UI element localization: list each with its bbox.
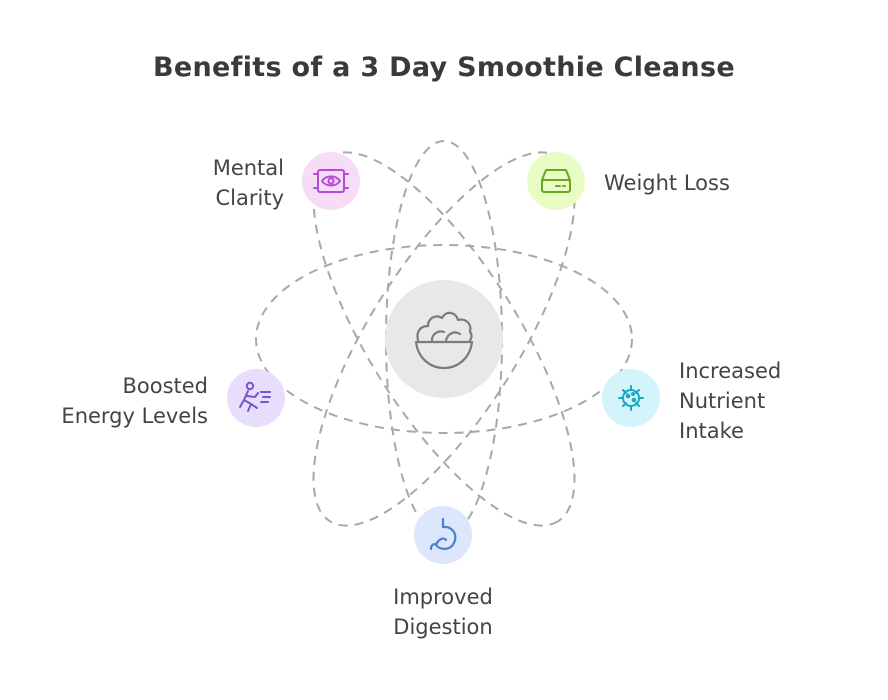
label-increased-nutrient-intake-line-3: Intake bbox=[679, 419, 744, 443]
label-weight-loss: Weight Loss bbox=[604, 168, 730, 198]
orbit-horizontal bbox=[255, 244, 633, 434]
center-node bbox=[385, 280, 503, 398]
virus-cell-icon bbox=[618, 385, 644, 411]
node-weight-loss bbox=[527, 152, 585, 210]
salad-bowl-icon bbox=[414, 311, 474, 370]
label-increased-nutrient-intake: Increased Nutrient Intake bbox=[679, 356, 781, 446]
label-weight-loss-line-1: Weight Loss bbox=[604, 171, 730, 195]
node-boosted-energy-levels bbox=[227, 369, 285, 427]
label-boosted-energy-levels-line-1: Boosted bbox=[122, 374, 208, 398]
mind-eye-icon bbox=[313, 169, 349, 193]
label-mental-clarity-line-2: Clarity bbox=[215, 186, 285, 210]
label-increased-nutrient-intake-line-1: Increased bbox=[679, 359, 782, 383]
node-mental-clarity bbox=[302, 152, 360, 210]
label-improved-digestion: Improved Digestion bbox=[343, 582, 543, 642]
running-person-icon bbox=[239, 381, 271, 412]
page-title: Benefits of a 3 Day Smoothie Cleanse bbox=[153, 52, 735, 83]
node-increased-nutrient-intake bbox=[602, 369, 660, 427]
label-mental-clarity: Mental Clarity bbox=[213, 153, 284, 213]
label-improved-digestion-line-2: Digestion bbox=[393, 615, 493, 639]
label-increased-nutrient-intake-line-2: Nutrient bbox=[679, 389, 766, 413]
label-improved-digestion-line-1: Improved bbox=[393, 585, 493, 609]
label-mental-clarity-line-1: Mental bbox=[212, 156, 284, 180]
scale-icon bbox=[541, 169, 571, 193]
node-improved-digestion bbox=[414, 506, 472, 564]
label-boosted-energy-levels-line-2: Energy Levels bbox=[61, 404, 208, 428]
label-boosted-energy-levels: Boosted Energy Levels bbox=[61, 371, 208, 431]
stomach-icon bbox=[429, 517, 457, 551]
